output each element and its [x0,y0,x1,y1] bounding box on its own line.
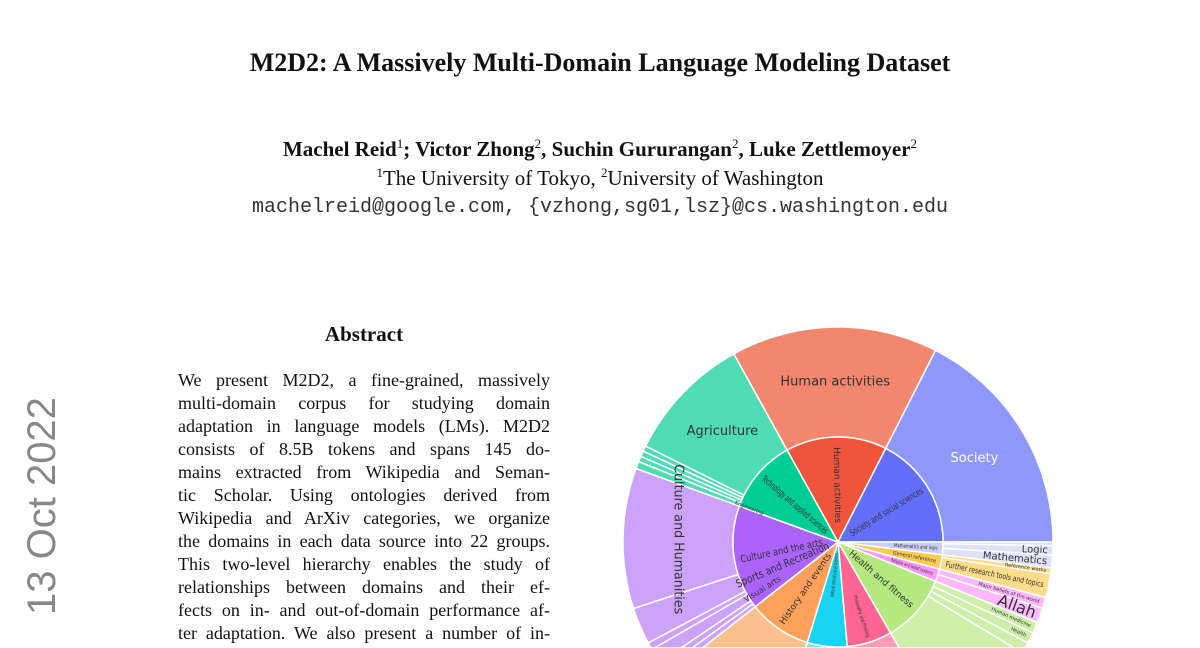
separator: , [738,137,749,161]
abstract-line: mains extracted from Wikipedia and Seman… [178,462,550,485]
inner-segment[interactable] [738,449,840,544]
segment-label: Mathematics and logic [894,543,938,552]
abstract-body: We present M2D2, a fine-grained, massive… [178,370,550,646]
abstract-line-text: This two-level hierarchy enables the stu… [178,554,550,574]
author-name: Machel Reid [282,137,397,161]
affiliation-mark: 1 [376,165,383,180]
affiliation-mark: 2 [534,136,542,151]
inner-segment[interactable] [836,540,937,634]
abstract-heading: Abstract [324,322,404,346]
author-list: Machel Reid1; Victor Zhong2, Suchin Guru… [0,136,1200,162]
abstract-line-text: Wikipedia and ArXiv categories, we organ… [178,508,550,528]
separator: ; [403,137,416,161]
abstract-line: fects on in- and out-of-domain performan… [178,600,550,623]
segment-label: Agriculture [687,424,759,439]
abstract-line-text: fects on in- and out-of-domain performan… [178,600,550,620]
abstract-line: relationships between domains and their … [178,577,550,600]
affiliation: The University of Tokyo, [382,166,601,190]
abstract-line: adaptation in language models (LMs). M2D… [178,416,550,439]
segment-label: Reference works [1005,562,1047,574]
affiliation: University of Washington [607,166,824,190]
inner-segment[interactable] [786,436,887,544]
abstract-line-text: We present M2D2, a fine-grained, massive… [178,370,550,390]
abstract-line-text: ter adaptation. We also present a number… [178,623,550,643]
author-emails: machelreid@google.com, {vzhong,sg01,lsz}… [251,196,949,219]
abstract-line: consists of 8.5B tokens and spans 145 do… [178,439,550,462]
abstract-line: This two-level hierarchy enables the stu… [178,554,550,577]
inner-segment[interactable] [806,541,849,648]
abstract-line: Wikipedia and ArXiv categories, we organ… [178,508,550,531]
affiliation-mark: 2 [600,165,608,180]
segment-label: Human activities [831,447,842,523]
abstract-line: tic Scholar. Using ontologies derived fr… [178,485,550,508]
abstract-line-text: adaptation in language models (LMs). M2D… [178,416,550,436]
abstract-line-text: relationships between domains and their … [178,577,550,597]
inner-segment[interactable] [836,447,944,543]
abstract-line: We present M2D2, a fine-grained, massive… [178,370,550,393]
segment-label: Society [951,451,999,466]
abstract-line: the domains in each data source into 22 … [178,531,550,554]
separator: , [541,137,552,161]
segment-label: Natural and physical sciences [830,552,841,597]
abstract-line-text: multi-domain corpus for studying domain [178,393,550,413]
abstract-line-text: the domains in each data source into 22 … [178,531,550,551]
abstract-line-text: tic Scholar. Using ontologies derived fr… [178,485,550,505]
segment-label: Human activities [780,375,890,390]
paper-title: M2D2: A Massively Multi-Domain Language … [249,48,951,77]
segment-label: Culture and Humanities [671,464,686,614]
abstract-line: ter adaptation. We also present a number… [178,623,550,646]
inner-segment[interactable] [754,539,840,644]
inner-segment[interactable] [732,505,840,608]
segment-label: Logic [1021,544,1048,556]
affiliation-mark: 2 [910,136,918,151]
abstract-line: multi-domain corpus for studying domain [178,393,550,416]
affiliation-mark: 1 [396,136,404,151]
affiliations: 1The University of Tokyo, 2University of… [0,165,1200,191]
abstract-line-text: mains extracted from Wikipedia and Seman… [178,462,550,482]
author-name: Luke Zettlemoyer [748,137,911,161]
inner-segment[interactable] [837,541,892,648]
author-name: Victor Zhong [415,137,535,161]
author-name: Suchin Gururangan [551,137,732,161]
affiliation-mark: 2 [731,136,739,151]
abstract-line-text: consists of 8.5B tokens and spans 145 do… [178,439,550,459]
